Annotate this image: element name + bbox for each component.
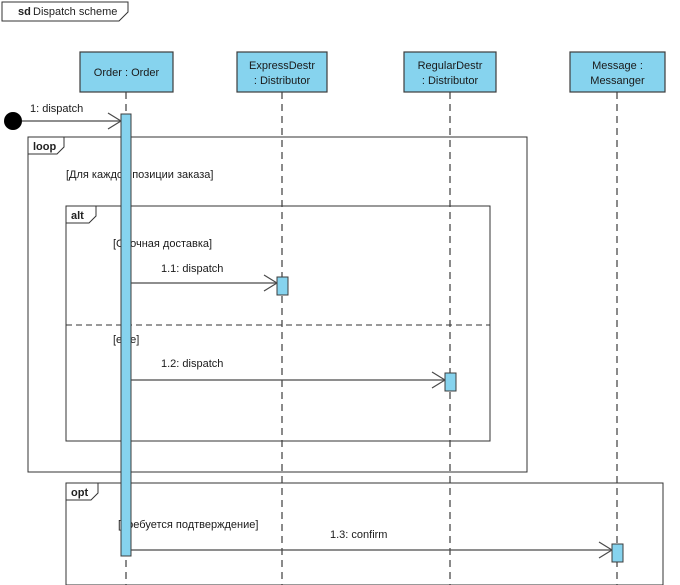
fragment-border-alt — [65, 205, 491, 442]
fragment-guard-alt: [Срочная доставка] — [113, 238, 212, 250]
lifeline-name-line2-express: : Distributor — [254, 75, 311, 87]
diagram-title-bracket — [1, 1, 129, 22]
message-label-msg-1-3: 1.3: confirm — [330, 529, 387, 541]
lifeline-header-box-order[interactable] — [79, 51, 174, 93]
lifeline-name-line1-order: Order : Order — [94, 67, 160, 79]
fragment-tab-loop — [27, 136, 65, 155]
fragment-operator-label-opt: opt — [71, 487, 88, 499]
lifeline-messenger[interactable]: Message : Messanger — [569, 51, 666, 585]
combined-fragment-loop: loop [Для каждой позиции заказа] — [27, 136, 528, 473]
fragment-tab-alt — [65, 205, 97, 224]
message-arrowhead-msg-1-3 — [598, 541, 613, 559]
message-msg-1-1[interactable]: 1.1: dispatch — [131, 263, 278, 292]
message-label-msg-1: 1: dispatch — [30, 103, 83, 115]
lifeline-regular[interactable]: RegularDestr : Distributor — [403, 51, 497, 585]
diagram-title-name: Dispatch scheme — [33, 6, 117, 18]
lifeline-name-line1-regular: RegularDestr — [418, 60, 483, 72]
fragment-guard-loop: [Для каждой позиции заказа] — [66, 169, 213, 181]
lifeline-header-box-express[interactable] — [236, 51, 328, 93]
lifeline-express[interactable]: ExpressDestr : Distributor — [236, 51, 328, 585]
lifeline-order[interactable]: Order : Order — [79, 51, 174, 585]
diagram-title-frame: sd Dispatch scheme — [1, 1, 129, 22]
messages-layer: 1: dispatch 1.1: dispatch 1.2: dispatch 1.3… — [22, 103, 613, 559]
activation-bar-act-messenger — [611, 543, 624, 563]
fragment-operator-label-alt: alt — [71, 210, 84, 222]
start-node-icon — [4, 112, 22, 130]
message-msg-1-2[interactable]: 1.2: dispatch — [131, 358, 446, 389]
activation-bars-layer — [120, 113, 624, 563]
message-arrowhead-msg-1-2 — [431, 371, 446, 389]
lifeline-name-line2-messenger: Messanger — [590, 75, 645, 87]
message-msg-1[interactable]: 1: dispatch — [22, 103, 122, 130]
fragment-border-loop — [27, 136, 528, 473]
lifeline-name-line1-messenger: Message : — [592, 60, 643, 72]
fragment-guard-opt: [Требуется подтверждение] — [118, 519, 258, 531]
activation-bar-act-order — [120, 113, 132, 557]
message-arrowhead-msg-1 — [107, 112, 122, 130]
lifeline-name-line2-regular: : Distributor — [422, 75, 479, 87]
message-arrowhead-msg-1-1 — [263, 274, 278, 292]
message-label-msg-1-2: 1.2: dispatch — [161, 358, 223, 370]
lifeline-header-box-messenger[interactable] — [569, 51, 666, 93]
combined-fragments-layer: loop [Для каждой позиции заказа] alt [Срочн… — [27, 136, 664, 585]
diagram-title-kind: sd — [18, 6, 31, 18]
start-node-group — [4, 112, 22, 130]
message-label-msg-1-1: 1.1: dispatch — [161, 263, 223, 275]
fragment-operator-label-loop: loop — [33, 141, 56, 153]
fragment-border-opt — [65, 482, 664, 585]
activation-bar-act-express — [276, 276, 289, 296]
lifeline-header-box-regular[interactable] — [403, 51, 497, 93]
activation-bar-act-regular — [444, 372, 457, 392]
combined-fragment-opt: opt [Требуется подтверждение] — [65, 482, 664, 585]
combined-fragment-alt: alt[Срочная доставка][else] — [65, 205, 491, 442]
message-msg-1-3[interactable]: 1.3: confirm — [131, 529, 613, 559]
fragment-tab-opt — [65, 482, 99, 501]
lifeline-name-line1-express: ExpressDestr — [249, 60, 315, 72]
